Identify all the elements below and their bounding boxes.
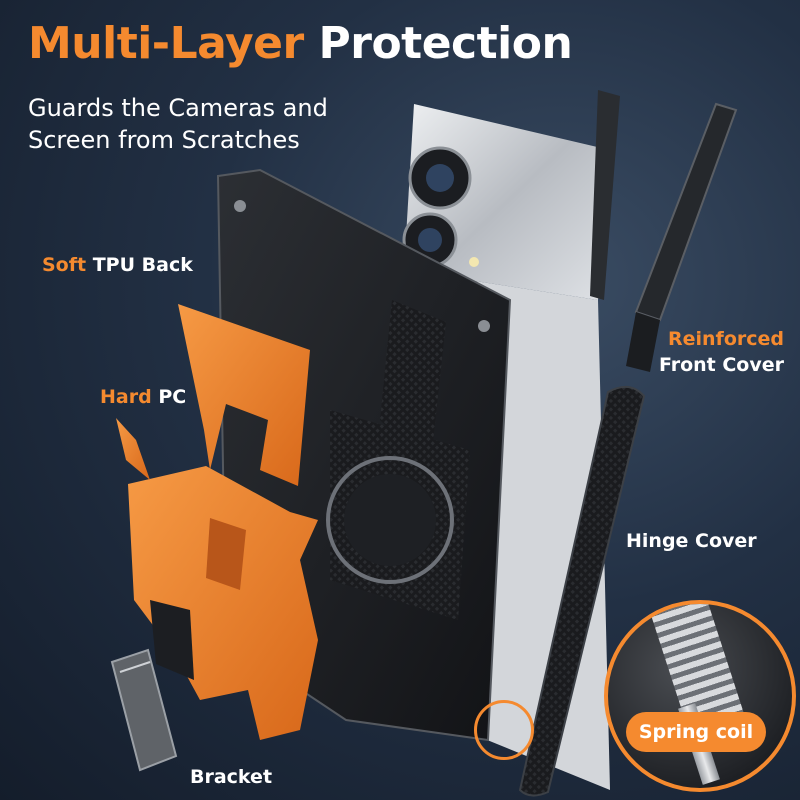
subheadline: Guards the Cameras and Screen from Scrat… — [28, 94, 328, 154]
callout-hard-pc-accent: Hard — [100, 386, 152, 408]
callout-reinforced-front-cover: Reinforced Front Cover — [659, 326, 784, 378]
callout-hard-pc-plain: PC — [158, 386, 187, 408]
callout-hinge-cover: Hinge Cover — [626, 530, 757, 552]
hard-pc-shell — [116, 304, 318, 740]
callout-bracket: Bracket — [190, 766, 273, 788]
callout-soft-tpu-accent: Soft — [42, 254, 87, 276]
spring-coil-zoom: Spring coil — [604, 600, 796, 792]
headline-accent: Multi-Layer — [28, 18, 304, 69]
callout-front-cover-accent: Reinforced — [668, 328, 784, 350]
headline: Multi-Layer Protection — [28, 18, 573, 69]
hinge-cover — [518, 385, 646, 797]
callout-soft-tpu-plain: TPU Back — [92, 254, 193, 276]
spring-coil-label: Spring coil — [626, 712, 766, 752]
callout-soft-tpu-back: Soft TPU Back — [42, 254, 193, 276]
hinge-detail-marker — [474, 700, 534, 760]
callout-hard-pc: Hard PC — [100, 386, 186, 408]
front-cover-frame — [626, 102, 738, 372]
callout-front-cover-plain: Front Cover — [658, 354, 784, 376]
headline-plain: Protection — [318, 18, 573, 69]
bracket-plate — [110, 648, 178, 772]
